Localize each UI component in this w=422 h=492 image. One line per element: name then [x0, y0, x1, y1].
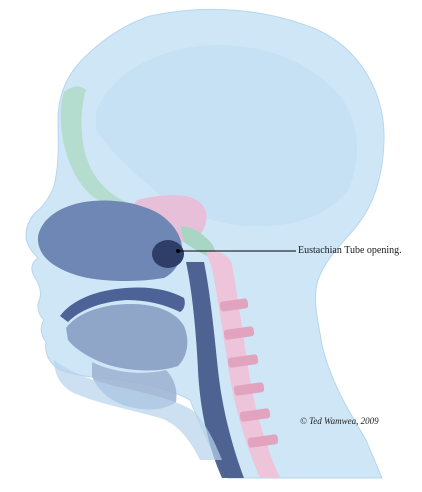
callout-leader-dot: [176, 249, 180, 253]
eustachian-tube-opening: [152, 240, 184, 268]
credit-text: © Ted Wamwea, 2009: [300, 416, 379, 427]
eustachian-tube-label: Eustachian Tube opening.: [298, 245, 402, 257]
